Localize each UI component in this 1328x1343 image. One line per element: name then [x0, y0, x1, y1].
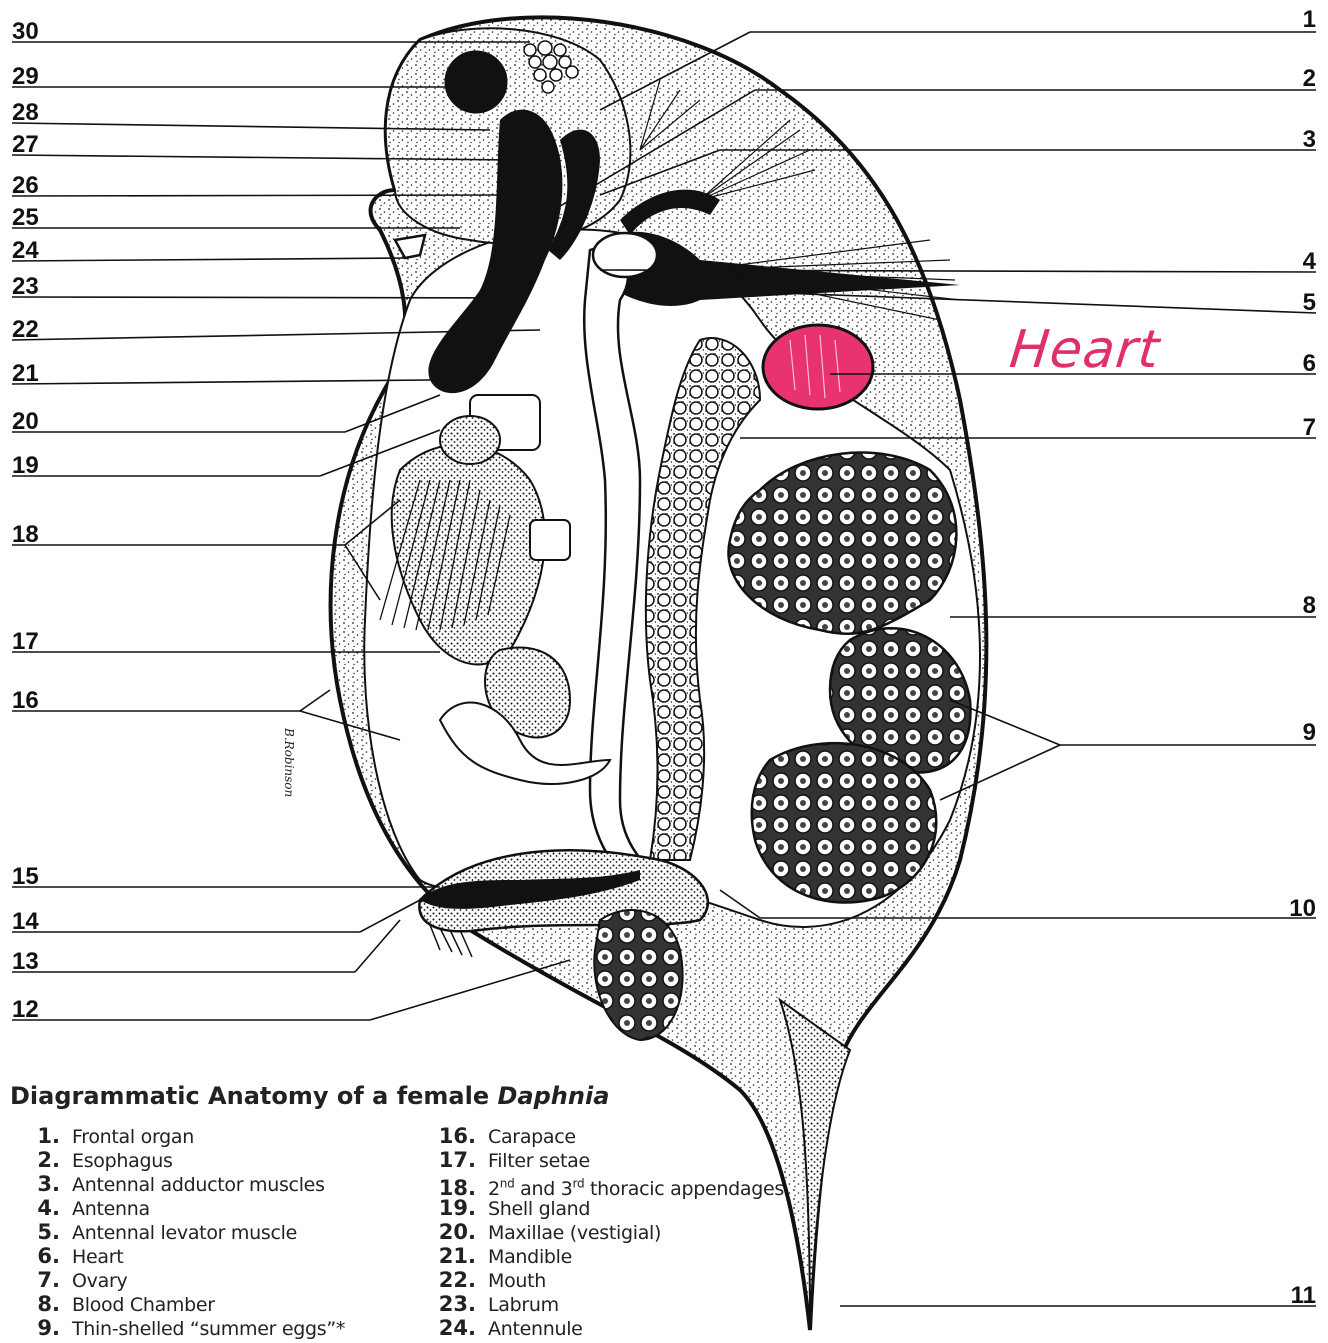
label-19: 19	[12, 454, 39, 478]
legend-item: 4. Antenna	[14, 1196, 150, 1220]
label-10: 10	[1256, 897, 1316, 921]
legend-text: Heart	[72, 1246, 123, 1268]
legend-text: Antenna	[72, 1198, 150, 1220]
legend-text: Maxillae (vestigial)	[488, 1222, 661, 1244]
label-20: 20	[12, 410, 39, 434]
legend-number: 5.	[14, 1220, 60, 1244]
legend-item: 9. Thin-shelled “summer eggs”*	[14, 1316, 345, 1340]
legend-item: 8. Blood Chamber	[14, 1292, 215, 1316]
legend-item: 1. Frontal organ	[14, 1124, 194, 1148]
legend-item: 20. Maxillae (vestigial)	[430, 1220, 661, 1244]
label-8: 8	[1256, 594, 1316, 618]
legend-right: 16. Carapace 17. Filter setae18.2nd and 3rd…	[430, 1124, 850, 1338]
label-2: 2	[1256, 67, 1316, 91]
legend-number: 2.	[14, 1148, 60, 1172]
legend-number: 21.	[430, 1244, 476, 1268]
legend-superscript: rd	[573, 1177, 585, 1191]
label-15: 15	[12, 865, 39, 889]
legend-number: 6.	[14, 1244, 60, 1268]
legend-text: Shell gland	[488, 1198, 590, 1220]
legend-number: 9.	[14, 1316, 60, 1340]
legend-item: 23. Labrum	[430, 1292, 559, 1316]
legend-text: Thin-shelled “summer eggs”*	[72, 1318, 345, 1340]
brood-embryo	[594, 910, 682, 1040]
legend-item: 22. Mouth	[430, 1268, 546, 1292]
legend-item: 21. Mandible	[430, 1244, 572, 1268]
legend-item: 6. Heart	[14, 1244, 123, 1268]
label-5: 5	[1256, 291, 1316, 315]
legend-item: 17. Filter setae	[430, 1148, 590, 1172]
legend-number: 1.	[14, 1124, 60, 1148]
label-23: 23	[12, 275, 39, 299]
legend-item: 2. Esophagus	[14, 1148, 173, 1172]
legend-item: 18.2nd and 3rd thoracic appendages	[430, 1172, 784, 1196]
label-14: 14	[12, 910, 39, 934]
legend-left: 1. Frontal organ 2. Esophagus 3. Antennal add…	[14, 1124, 414, 1338]
label-6: 6	[1256, 352, 1316, 376]
legend-item: 19. Shell gland	[430, 1196, 590, 1220]
legend-superscript: nd	[500, 1177, 515, 1191]
artist-signature: B.Robinson	[282, 728, 296, 797]
legend-number: 8.	[14, 1292, 60, 1316]
label-27: 27	[12, 133, 39, 157]
legend-text: Ovary	[72, 1270, 127, 1292]
compound-eye	[446, 52, 506, 112]
label-24: 24	[12, 239, 39, 263]
legend-item: 16. Carapace	[430, 1124, 576, 1148]
legend-text: Labrum	[488, 1294, 559, 1316]
label-1: 1	[1256, 8, 1316, 32]
title-species: Daphnia	[498, 1082, 610, 1110]
legend-number: 22.	[430, 1268, 476, 1292]
legend-text: Mandible	[488, 1246, 572, 1268]
legend-number: 4.	[14, 1196, 60, 1220]
appendage-gap-2	[530, 520, 570, 560]
label-3: 3	[1256, 128, 1316, 152]
legend-number: 23.	[430, 1292, 476, 1316]
egg-cluster-3	[752, 743, 937, 902]
label-18: 18	[12, 523, 39, 547]
label-25: 25	[12, 206, 39, 230]
legend-text: Antennal levator muscle	[72, 1222, 297, 1244]
legend-item: 24. Antennule	[430, 1316, 583, 1340]
legend-number: 17.	[430, 1148, 476, 1172]
legend-number: 3.	[14, 1172, 60, 1196]
legend-text: Carapace	[488, 1126, 576, 1148]
legend-text: Antennule	[488, 1318, 583, 1340]
label-7: 7	[1256, 416, 1316, 440]
legend-item: 7. Ovary	[14, 1268, 127, 1292]
label-11: 11	[1256, 1284, 1316, 1308]
legend-number: 19.	[430, 1196, 476, 1220]
label-9: 9	[1256, 721, 1316, 745]
label-4: 4	[1256, 250, 1316, 274]
legend-text: Antennal adductor muscles	[72, 1174, 325, 1196]
legend-text: Filter setae	[488, 1150, 590, 1172]
shell-gland	[440, 416, 500, 464]
label-16: 16	[12, 689, 39, 713]
diagram-title: Diagrammatic Anatomy of a female Daphnia	[10, 1082, 609, 1110]
label-22: 22	[12, 318, 39, 342]
label-29: 29	[12, 65, 39, 89]
legend-item: 3. Antennal adductor muscles	[14, 1172, 325, 1196]
legend-text-part: thoracic appendages	[584, 1178, 784, 1200]
label-28: 28	[12, 101, 39, 125]
legend-number: 24.	[430, 1316, 476, 1340]
legend-number: 7.	[14, 1268, 60, 1292]
label-12: 12	[12, 998, 39, 1022]
heart	[763, 325, 873, 409]
heart-annotation: Heart	[1007, 320, 1163, 380]
legend-text: Mouth	[488, 1270, 546, 1292]
label-26: 26	[12, 174, 39, 198]
legend-text: Frontal organ	[72, 1126, 194, 1148]
legend-item: 5. Antennal levator muscle	[14, 1220, 297, 1244]
legend-number: 16.	[430, 1124, 476, 1148]
label-21: 21	[12, 362, 39, 386]
legend-text: Blood Chamber	[72, 1294, 215, 1316]
legend-number: 20.	[430, 1220, 476, 1244]
label-13: 13	[12, 950, 39, 974]
title-prefix: Diagrammatic Anatomy of a female	[10, 1082, 498, 1110]
label-17: 17	[12, 630, 39, 654]
label-30: 30	[12, 20, 39, 44]
legend-text: Esophagus	[72, 1150, 173, 1172]
